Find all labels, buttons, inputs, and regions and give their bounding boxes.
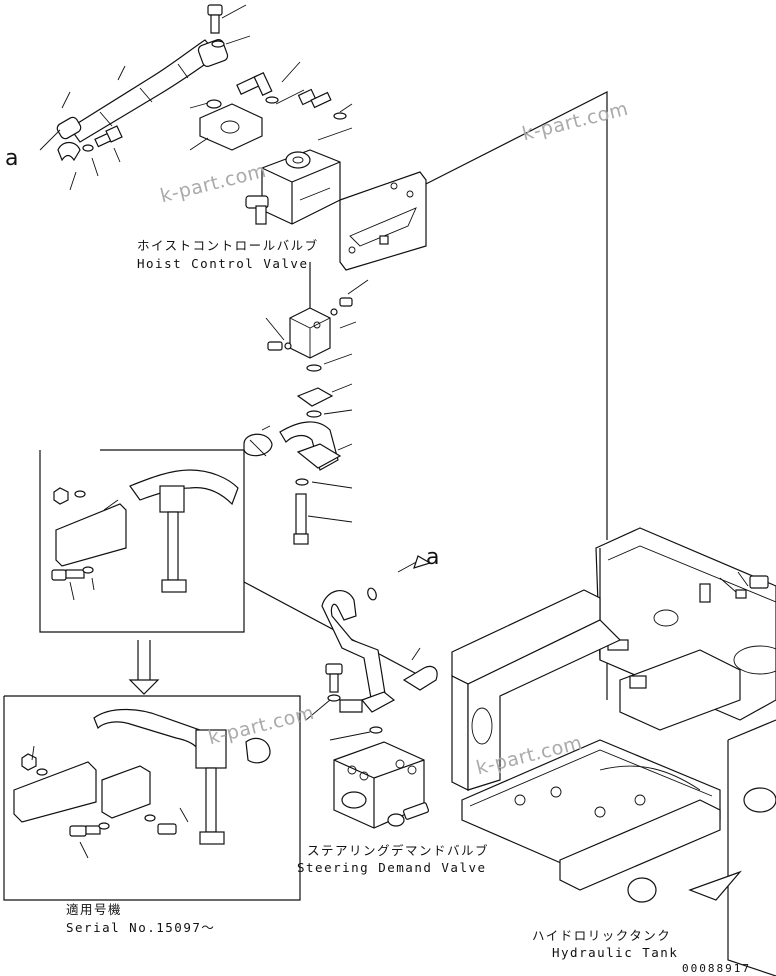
serial-label-en: Serial No.15097～ xyxy=(66,920,216,935)
hoist-control-valve-label-jp: ホイストコントロールバルブ xyxy=(137,238,319,253)
steering-demand-valve xyxy=(333,741,430,829)
relief-block-group xyxy=(265,262,369,418)
hydraulic-tank-label-en: Hydraulic Tank xyxy=(552,945,679,960)
hoist-control-valve-label-en: Hoist Control Valve xyxy=(137,256,309,271)
steering-demand-valve-label-en: Steering Demand Valve xyxy=(297,860,487,875)
drawing-code: 00088917 xyxy=(682,962,751,975)
valve-flange-group xyxy=(189,61,353,151)
reference-a-left: a xyxy=(5,146,19,171)
detail-box-old xyxy=(39,449,429,681)
valve-bracket xyxy=(339,171,427,271)
hydraulic-tank-label-jp: ハイドロリックタンク xyxy=(532,928,672,943)
steering-pipe-group xyxy=(305,555,438,741)
hydraulic-tank-frame xyxy=(451,527,776,976)
serial-label-jp: 適用号機 xyxy=(66,902,123,917)
hose-assembly xyxy=(39,4,251,191)
steering-demand-valve-label-jp: ステアリングデマンドバルブ xyxy=(307,843,490,858)
reference-a-right: a xyxy=(426,545,440,570)
detail-box-new xyxy=(3,695,301,901)
detail-transition-arrow xyxy=(128,640,160,695)
hoist-control-valve xyxy=(245,149,341,225)
elbow-pipe-group xyxy=(243,421,353,545)
